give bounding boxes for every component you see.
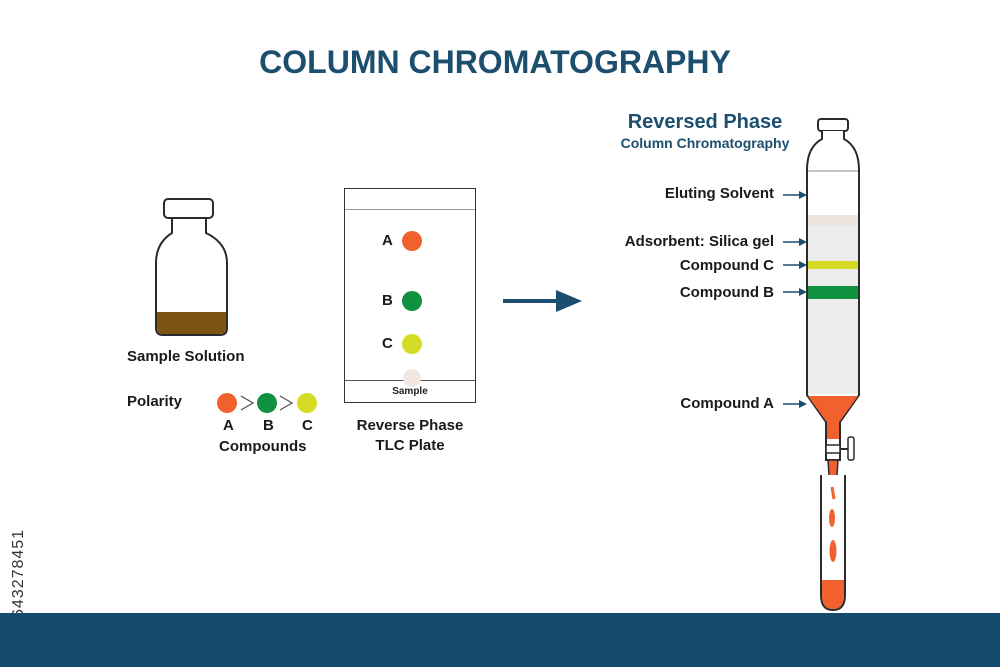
compounds-caption: Compounds (219, 438, 307, 455)
tlc-letter-a: A (382, 232, 393, 249)
column-subheading-text: Column Chromatography (620, 135, 790, 151)
tlc-letter-c: C (382, 335, 393, 352)
tlc-letter-b: B (382, 292, 393, 309)
sample-liquid (157, 312, 226, 334)
tlc-plate: A B C Sample (344, 188, 476, 403)
tlc-sample-label: Sample (392, 386, 428, 397)
greater-than-icon (240, 395, 255, 411)
column-heading-text: Reversed Phase (627, 111, 783, 133)
sample-bottle-icon (155, 198, 228, 336)
compound-a-dot (217, 393, 237, 413)
adsorbent-label: Adsorbent: Silica gel (624, 233, 774, 250)
tlc-spot-a (402, 231, 422, 251)
tlc-caption-line2: TLC Plate (375, 437, 445, 454)
sample-spot (403, 369, 421, 387)
label-pointer-arrows (783, 191, 807, 408)
stock-id: 643278451 (8, 440, 32, 620)
compound-b-label: Compound B (679, 284, 774, 301)
tlc-caption-line1: Reverse Phase (356, 417, 464, 434)
compound-a-label: Compound A (680, 395, 774, 412)
compound-a-band (808, 396, 858, 421)
tlc-spot-b (402, 291, 422, 311)
polarity-letter-b: B (263, 417, 274, 434)
polarity-order-diagram (217, 393, 317, 413)
compound-b-dot (257, 393, 277, 413)
arrow-right-icon (503, 290, 582, 312)
polarity-letter-c: C (302, 417, 313, 434)
compound-c-label: Compound C (679, 257, 774, 274)
greater-than-icon (279, 395, 294, 411)
eluting-solvent-label: Eluting Solvent (664, 185, 774, 202)
stock-id-text: 643278451 (10, 528, 27, 618)
column-subheading: Column Chromatography (595, 135, 815, 151)
polarity-label: Polarity (127, 393, 183, 410)
compound-c-dot (297, 393, 317, 413)
tlc-spot-c (402, 334, 422, 354)
compound-b-band (808, 286, 858, 299)
footer-band (0, 613, 1000, 667)
chromatography-column-icon (806, 118, 860, 612)
sample-solution-label: Sample Solution (127, 348, 245, 365)
column-heading: Reversed Phase (605, 111, 805, 134)
compound-c-band (808, 261, 858, 269)
page-title: COLUMN CHROMATOGRAPHY (259, 44, 731, 80)
polarity-letter-a: A (223, 417, 234, 434)
solvent-front-line (345, 209, 475, 210)
